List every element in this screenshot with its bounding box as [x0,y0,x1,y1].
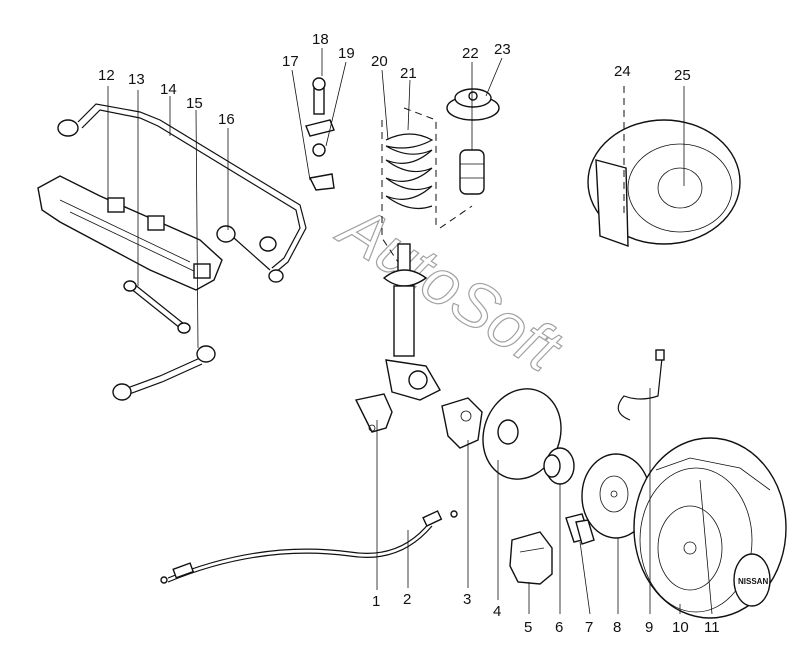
callout-19: 19 [338,45,355,62]
crossmember [37,175,223,291]
bump-stopper [439,149,485,229]
callout-16: 16 [218,111,235,128]
brake-caliper [509,531,553,585]
wheel-cap-badge: NISSAN [738,577,768,586]
stabilizer-bar [57,103,307,283]
watermark: AutoSoft [325,189,575,386]
coil-spring [381,107,437,263]
rear-link [112,345,216,401]
callout-15: 15 [186,95,203,112]
brake-hose [617,349,665,421]
lateral-link [123,280,191,334]
callout-14: 14 [160,81,177,98]
callout-23: 23 [494,41,511,58]
strut-mount [446,88,500,121]
callout-4: 4 [493,603,501,620]
backing-plate [482,388,562,480]
stabilizer-bushing [216,225,277,271]
leader-lines [107,48,713,615]
knuckle-plate [441,397,483,449]
callout-24: 24 [614,63,631,80]
callout-18: 18 [312,31,329,48]
callout-12: 12 [98,67,115,84]
brake-pads [565,513,595,545]
callout-10: 10 [672,619,689,636]
callout-22: 22 [462,45,479,62]
callout-7: 7 [585,619,593,636]
stabilizer-bracket-set [305,77,335,191]
bracket-part [354,393,393,433]
callout-17: 17 [282,53,299,70]
callout-25: 25 [674,67,691,84]
callout-2: 2 [403,591,411,608]
callout-1: 1 [372,593,380,610]
wheel-cap: NISSAN [733,553,771,607]
callout-5: 5 [524,619,532,636]
wheel-hub [543,447,575,485]
spare-tire [587,119,741,248]
callout-21: 21 [400,65,417,82]
callout-3: 3 [463,591,471,608]
callout-11: 11 [704,619,720,636]
callout-20: 20 [371,53,388,70]
callout-labels: 1 2 3 4 5 6 7 8 9 10 11 12 13 14 15 16 1… [98,31,720,636]
parking-brake-cable [160,510,458,584]
strut-assembly [382,243,441,401]
callout-9: 9 [645,619,653,636]
callout-13: 13 [128,71,145,88]
callout-8: 8 [613,619,621,636]
callout-6: 6 [555,619,563,636]
